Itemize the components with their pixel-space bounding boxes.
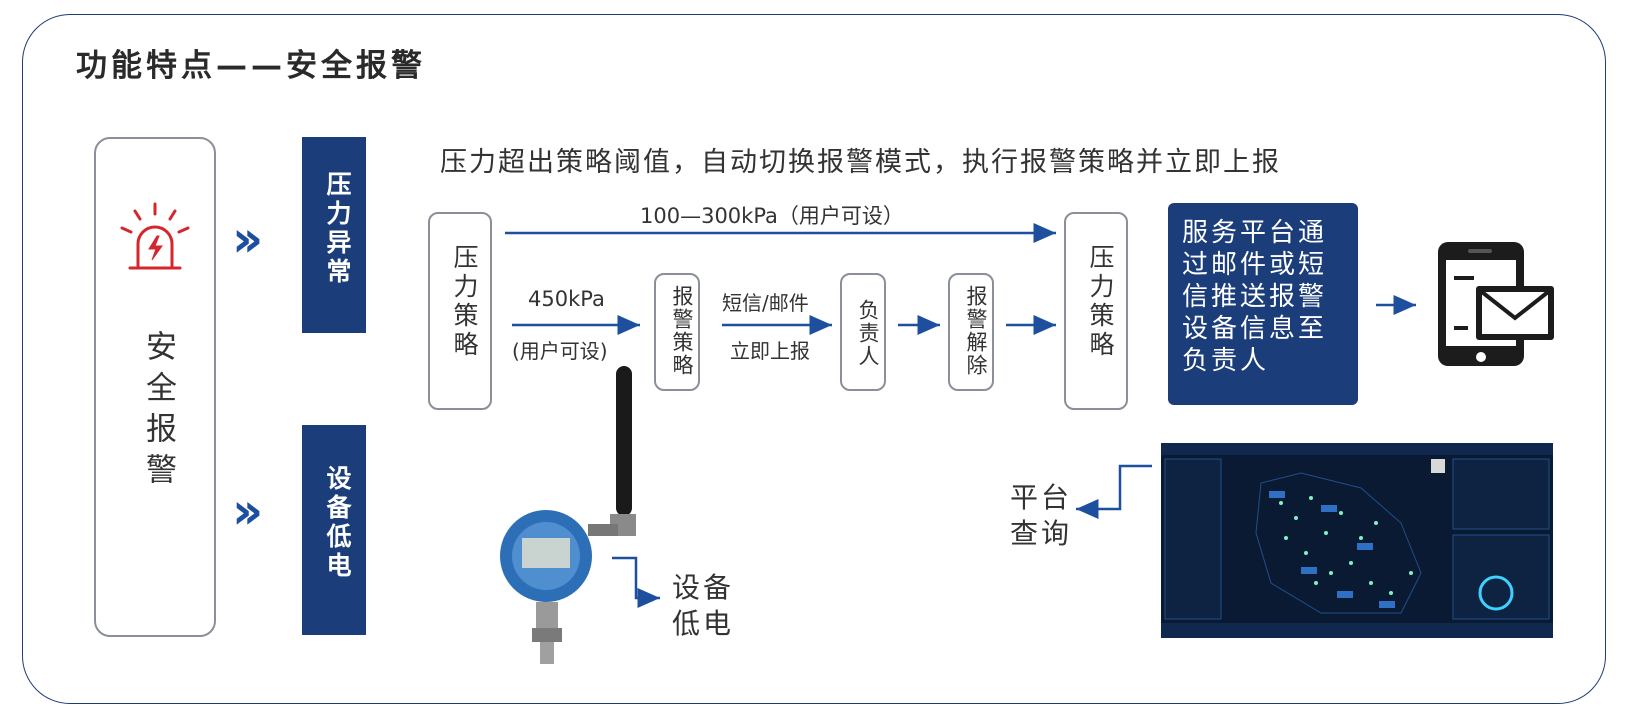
platform-notification-box: 服务平台通过邮件或短信推送报警设备信息至负责人 <box>1168 203 1358 405</box>
box-label: 报警策略 <box>670 285 694 377</box>
alarm-light-icon <box>120 202 190 270</box>
trigger-low-power: 设备低电 <box>302 425 366 635</box>
phone-mail-icon <box>1438 242 1554 366</box>
arrow-low-power <box>612 556 660 608</box>
trigger-pressure-abnormal: 压力异常 <box>302 137 366 333</box>
notify-timing: 立即上报 <box>730 339 810 363</box>
responsible-box: 负责人 <box>840 273 886 391</box>
arrow-platform-query <box>1076 464 1152 519</box>
device-low-power-label: 设备低电 <box>672 571 735 640</box>
safety-alarm-box <box>94 137 216 637</box>
alarm-strategy-box: 报警策略 <box>654 273 700 391</box>
dashboard-screenshot-image <box>1161 443 1553 638</box>
alarm-release-box: 报警解除 <box>948 273 994 391</box>
platform-query-label: 平台查询 <box>1010 481 1073 550</box>
safety-alarm-label: 安全报警 <box>140 330 176 494</box>
headline: 压力超出策略阈值，自动切换报警模式，执行报警策略并立即上报 <box>440 147 1281 178</box>
page-title: 功能特点——安全报警 <box>76 48 426 84</box>
threshold-value: 450kPa <box>528 287 605 311</box>
notify-method: 短信/邮件 <box>722 291 809 315</box>
box-label: 压力策略 <box>450 244 479 360</box>
pressure-strategy-box-right: 压力策略 <box>1064 212 1128 410</box>
trigger-label: 压力异常 <box>323 171 352 287</box>
platform-text: 服务平台通过邮件或短信推送报警设备信息至负责人 <box>1182 218 1328 376</box>
range-label: 100—300kPa（用户可设） <box>640 204 904 228</box>
box-label: 报警解除 <box>964 285 988 377</box>
outer-frame <box>22 14 1606 704</box>
trigger-label: 设备低电 <box>323 465 352 581</box>
box-label: 负责人 <box>856 299 880 368</box>
pressure-strategy-box-left: 压力策略 <box>428 212 492 410</box>
threshold-note: (用户可设) <box>512 339 608 363</box>
box-label: 压力策略 <box>1086 244 1115 360</box>
pressure-transmitter-image <box>500 366 636 664</box>
